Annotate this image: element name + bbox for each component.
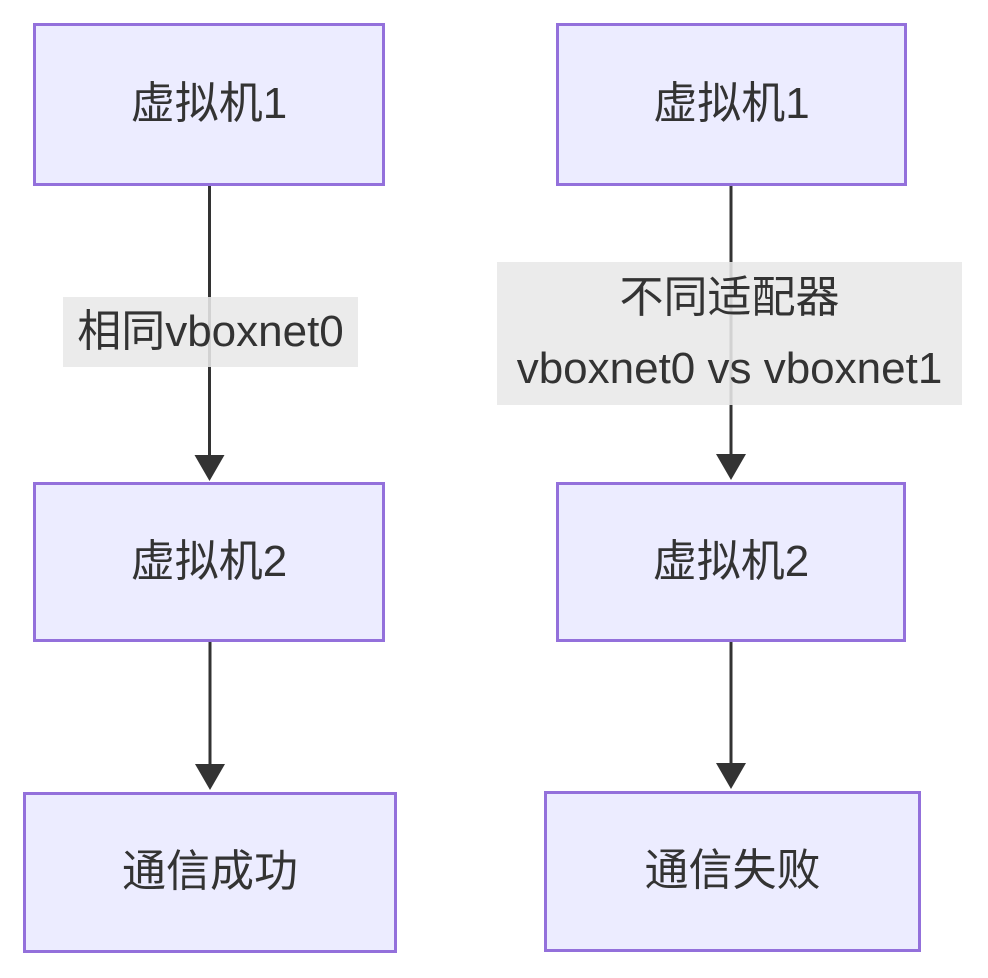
node-right-vm1: 虚拟机1 <box>556 23 907 186</box>
node-left-result-label: 通信成功 <box>122 847 298 897</box>
edge-label-right-line1: 不同适配器 <box>619 273 840 323</box>
node-left-vm1-label: 虚拟机1 <box>130 79 288 129</box>
node-right-vm1-label: 虚拟机1 <box>653 79 810 129</box>
node-right-result: 通信失败 <box>544 791 921 952</box>
node-right-vm2-label: 虚拟机2 <box>652 536 810 586</box>
node-left-vm2: 虚拟机2 <box>33 482 385 642</box>
edge-label-right: 不同适配器 vboxnet0 vs vboxnet1 <box>497 262 962 405</box>
arrow-right-vm2-to-result <box>716 642 746 789</box>
node-right-vm2: 虚拟机2 <box>556 482 906 642</box>
edge-label-left: 相同vboxnet0 <box>63 297 358 367</box>
node-left-result: 通信成功 <box>23 792 397 953</box>
node-right-result-label: 通信失败 <box>644 846 821 896</box>
arrow-left-vm2-to-result <box>195 642 225 790</box>
edge-label-left-line1: 相同vboxnet0 <box>77 306 344 356</box>
node-left-vm2-label: 虚拟机2 <box>130 536 288 586</box>
node-left-vm1: 虚拟机1 <box>33 23 385 186</box>
edge-label-right-line2: vboxnet0 vs vboxnet1 <box>516 343 943 393</box>
